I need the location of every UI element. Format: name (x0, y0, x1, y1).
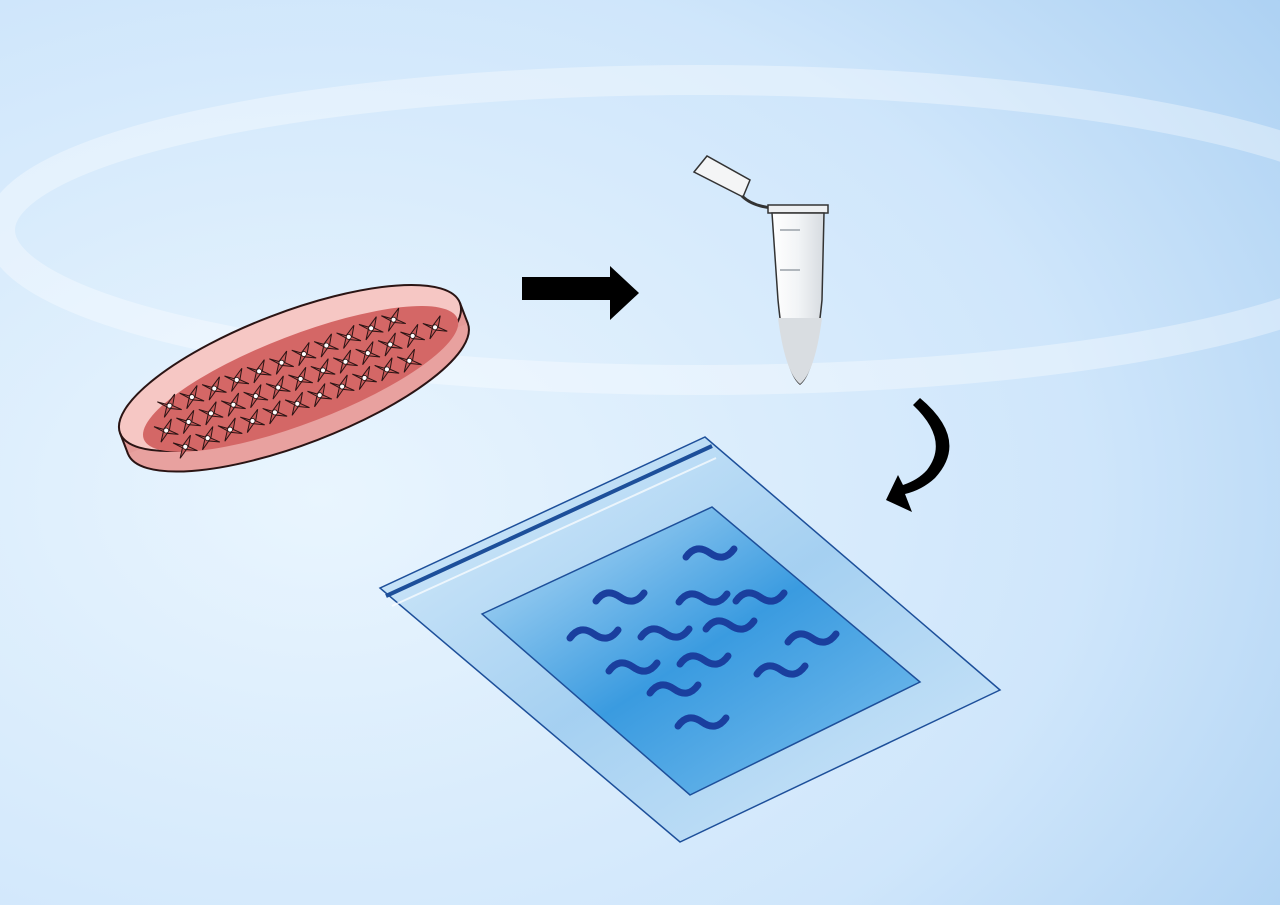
cell (157, 393, 182, 418)
dna-band (676, 652, 732, 668)
cell-layer (153, 307, 448, 459)
arrow-right-icon (522, 266, 639, 320)
tube-icon (692, 155, 829, 385)
bag-seal (385, 444, 713, 598)
tube-liquid (778, 318, 822, 384)
cell (336, 324, 362, 349)
cell (400, 323, 426, 348)
cell (269, 350, 294, 375)
dna-band (702, 617, 758, 633)
cell (220, 392, 246, 417)
band-layer (566, 545, 840, 730)
cell (377, 332, 403, 357)
cell (332, 349, 358, 374)
cell (352, 366, 377, 390)
cell (217, 417, 243, 442)
dna-band (675, 590, 731, 606)
cell (201, 376, 227, 401)
dna-band (637, 625, 693, 641)
gel-bag-icon (378, 436, 1002, 843)
dna-band (732, 589, 788, 605)
dna-band (674, 714, 730, 730)
cell (195, 426, 221, 451)
cell (243, 384, 269, 409)
cell (224, 367, 250, 392)
cell (153, 418, 179, 443)
petri-dish-icon (117, 283, 470, 473)
cell (246, 359, 272, 384)
cell (307, 383, 333, 408)
cell (284, 391, 310, 416)
cell (176, 409, 201, 434)
cell (422, 315, 448, 340)
curved-arrow-icon (886, 398, 950, 512)
cell (288, 366, 314, 391)
cell (240, 409, 265, 433)
cell (313, 333, 339, 358)
dna-band (605, 659, 661, 675)
cell (198, 401, 224, 426)
cell (358, 316, 384, 341)
dna-band (682, 545, 738, 561)
cell (329, 374, 355, 399)
background-glow (0, 65, 1280, 395)
dna-band (753, 662, 809, 678)
cell (179, 385, 205, 410)
cell (396, 348, 422, 373)
dna-band (566, 626, 622, 642)
cell (310, 358, 336, 383)
cell (265, 375, 291, 400)
dna-band (592, 589, 648, 605)
tube-cap (692, 155, 751, 199)
cell (172, 434, 198, 459)
cell (355, 341, 381, 366)
dna-band (646, 681, 702, 697)
gel (480, 506, 922, 796)
cell (262, 400, 288, 425)
cell (381, 307, 406, 332)
cell (291, 342, 317, 366)
cell (374, 357, 400, 382)
dna-band (784, 630, 840, 646)
